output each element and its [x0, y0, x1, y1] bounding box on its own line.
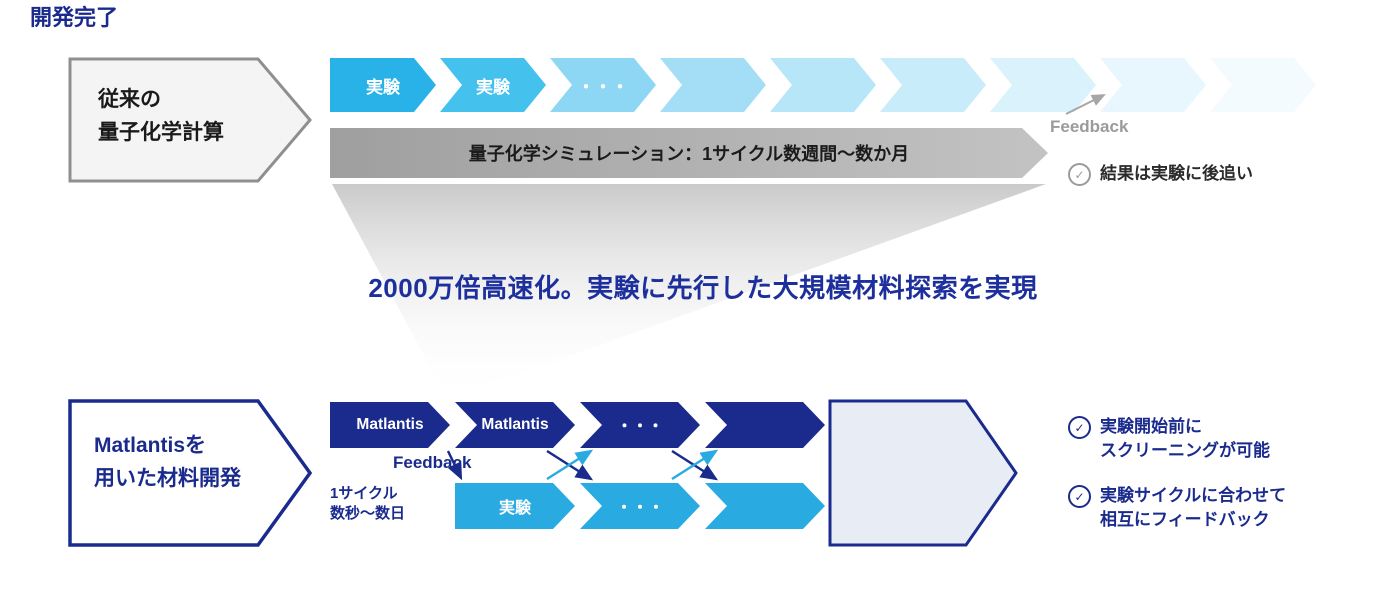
experiment-chevron: ・・・: [580, 483, 700, 529]
legacy-feedback-label: Feedback: [1050, 117, 1129, 136]
check-icon: ✓: [1068, 163, 1091, 186]
cycle-note-line2: 数秒〜数日: [330, 505, 406, 523]
legacy-chevron: [880, 58, 986, 112]
cross-arrow-down-icon: [546, 449, 594, 481]
legacy-label: 従来の 量子化学計算: [98, 84, 224, 149]
benefit-note: ✓ 実験開始前に スクリーニングが可能: [1068, 415, 1270, 463]
check-icon: ✓: [1068, 416, 1091, 439]
legacy-chevron: [1100, 58, 1206, 112]
legacy-chevron: [1210, 58, 1316, 112]
legacy-chevron: 実験: [440, 58, 546, 112]
chevron-label: Matlantis: [356, 416, 424, 433]
legacy-chevron: [990, 58, 1096, 112]
matlantis-chevron: Matlantis: [455, 402, 575, 448]
legacy-chevron: ・・・: [550, 58, 656, 112]
cross-arrow-down-icon: [671, 449, 719, 481]
chevron-label: Matlantis: [481, 416, 549, 433]
legacy-chevron: [770, 58, 876, 112]
cycle-note: 1サイクル 数秒〜数日: [330, 484, 405, 525]
legacy-note: ✓ 結果は実験に後追い: [1068, 162, 1253, 186]
legacy-label-line1: 従来の: [98, 88, 161, 111]
speedup-headline: 2000万倍高速化。実験に先行した大規模材料探索を実現: [368, 273, 1038, 303]
cross-arrow-up-icon: [546, 449, 594, 481]
chevron-label: ・・・: [615, 500, 664, 517]
cross-arrow-up-icon: [671, 449, 719, 481]
experiment-chevron: [705, 483, 825, 529]
complete-box: [828, 399, 1018, 547]
benefit-note-text: 実験開始前に スクリーニングが可能: [1100, 417, 1270, 461]
matlantis-feedback-label: Feedback: [393, 453, 472, 472]
chevron-label: ・・・: [616, 418, 664, 435]
legacy-chevron: 実験: [330, 58, 436, 112]
check-icon: ✓: [1068, 485, 1091, 508]
simulation-bar-label: 量子化学シミュレーション：1サイクル数週間〜数か月: [468, 144, 910, 164]
benefit-note-text: 実験サイクルに合わせて 相互にフィードバック: [1100, 486, 1287, 530]
legacy-chevron: [660, 58, 766, 112]
matlantis-chevron: [705, 402, 825, 448]
simulation-bar: 量子化学シミュレーション：1サイクル数週間〜数か月: [330, 128, 1048, 178]
chevron-label: 実験: [476, 77, 510, 97]
matlantis-chevron: ・・・: [580, 402, 700, 448]
chevron-label: ・・・: [577, 77, 629, 97]
complete-label: 開発完了: [29, 5, 118, 30]
chevron-label: 実験: [366, 77, 400, 97]
cycle-note-line1: 1サイクル: [330, 485, 398, 502]
benefit-note: ✓ 実験サイクルに合わせて 相互にフィードバック: [1068, 484, 1286, 532]
matlantis-label-line2: 用いた材料開発: [94, 466, 241, 490]
matlantis-chevron: Matlantis: [330, 402, 450, 448]
chevron-label: 実験: [498, 500, 531, 517]
experiment-chevron: 実験: [455, 483, 575, 529]
legacy-label-line2: 量子化学計算: [98, 120, 224, 144]
matlantis-label-line1: Matlantisを: [94, 434, 207, 457]
legacy-note-text: 結果は実験に後追い: [1100, 164, 1253, 183]
matlantis-label: Matlantisを 用いた材料開発: [94, 430, 241, 495]
